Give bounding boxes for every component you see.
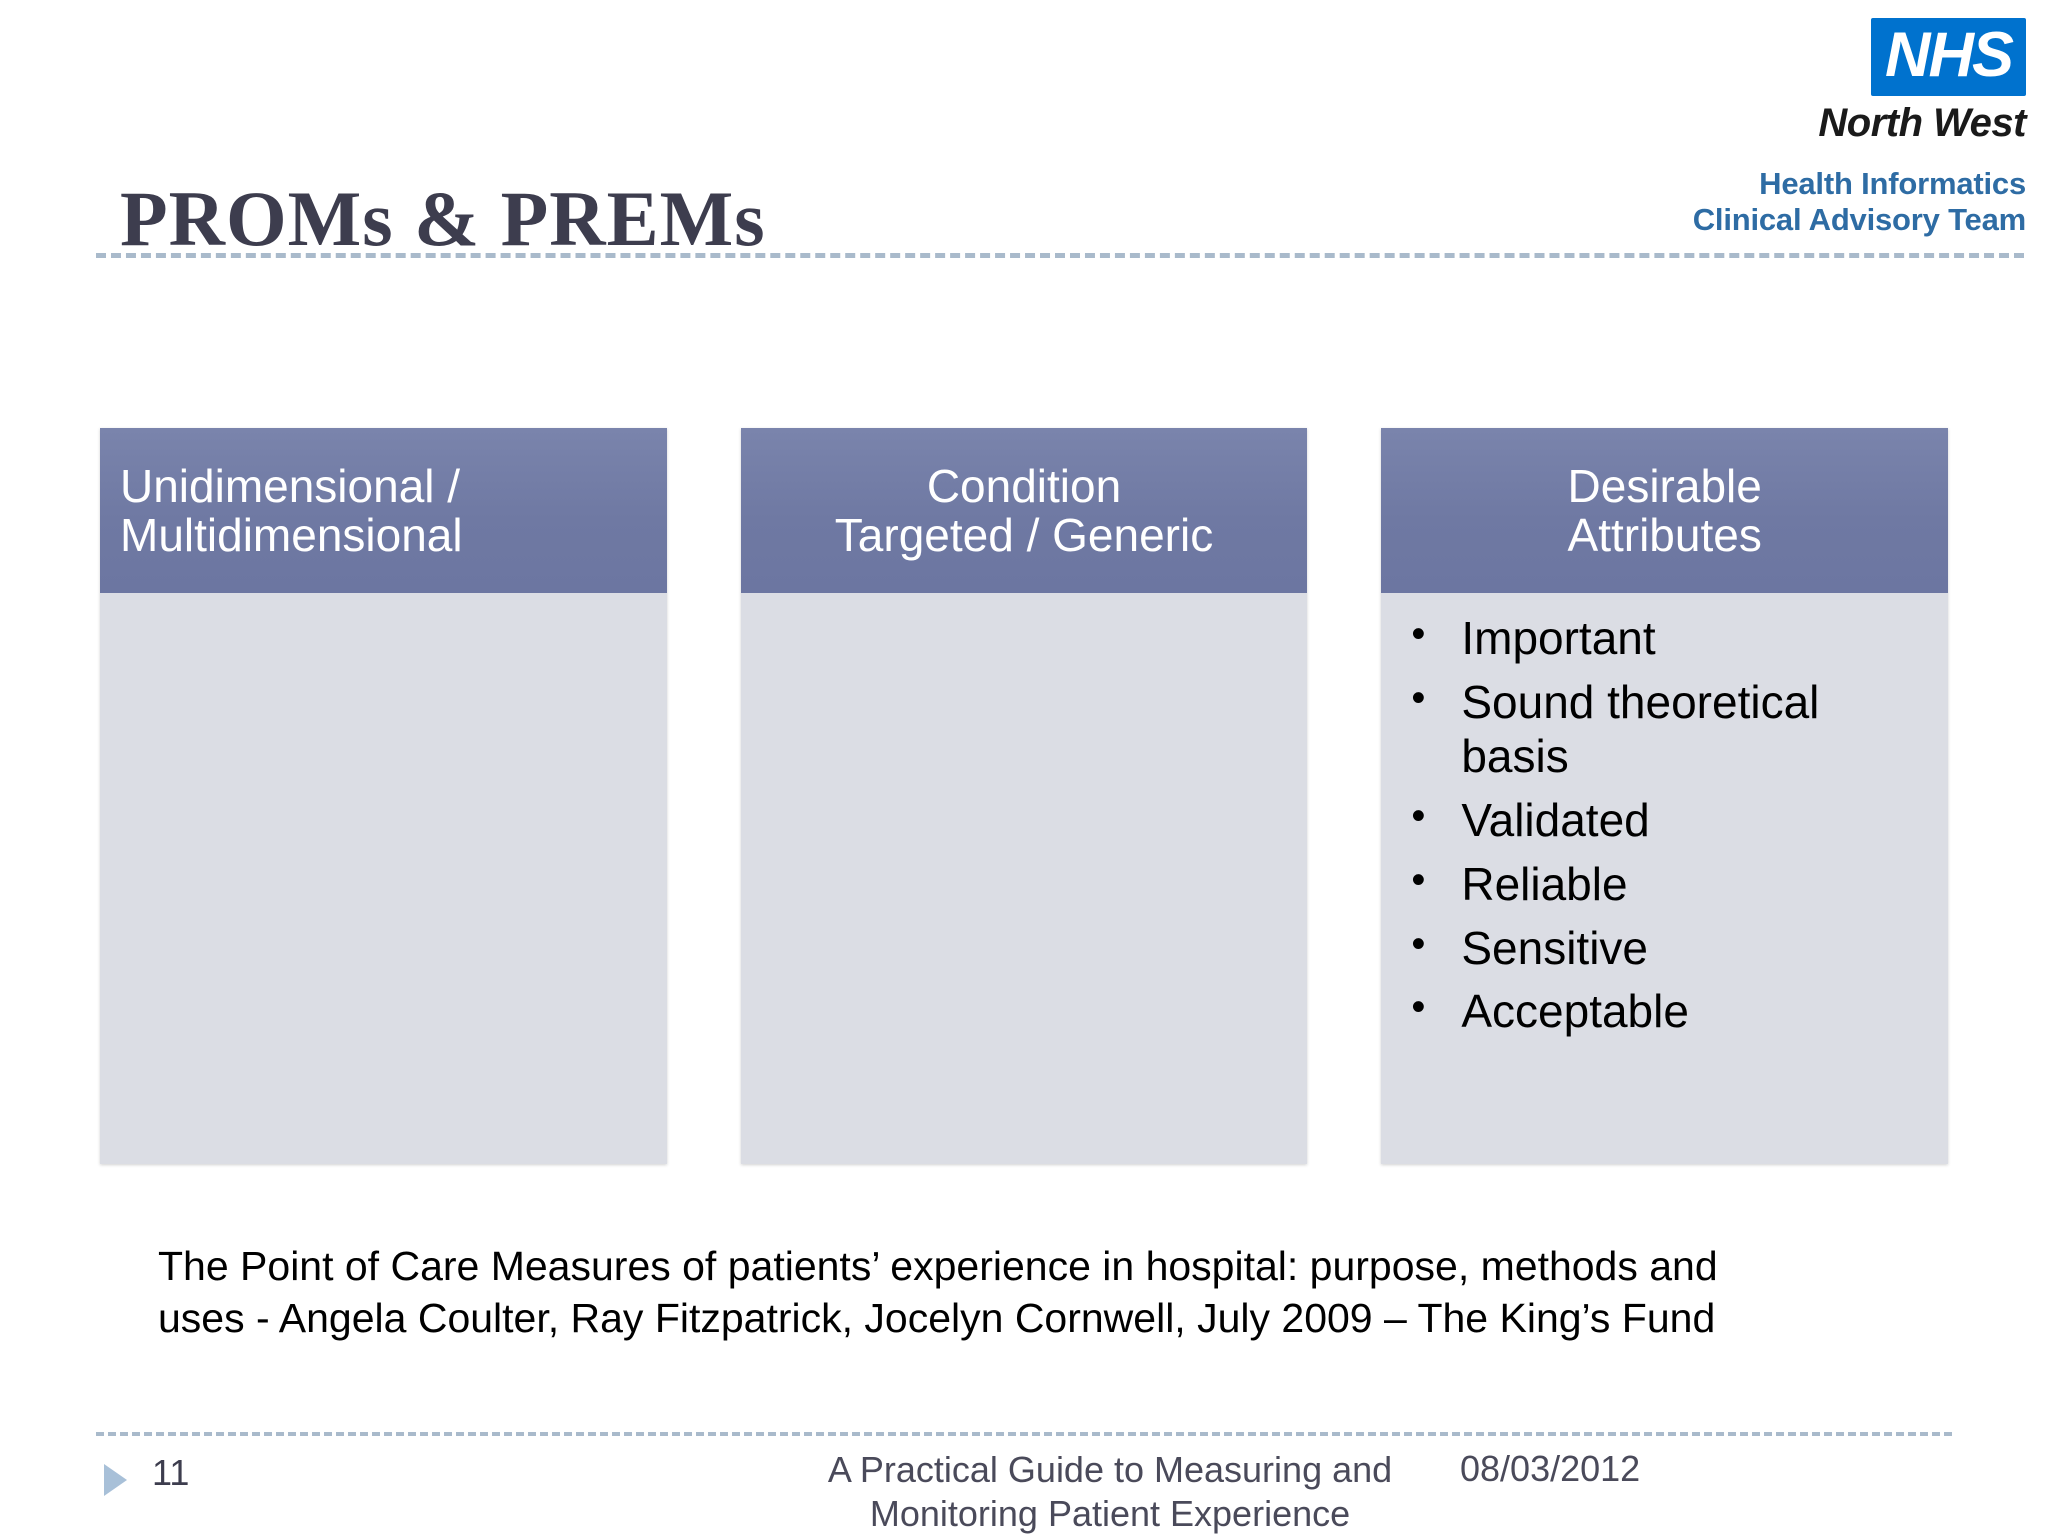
column-header-3-line1: Desirable	[1567, 459, 1762, 512]
brand-subtitle: Health Informatics Clinical Advisory Tea…	[1596, 166, 2026, 237]
page-title: PROMs & PREMs	[120, 175, 766, 263]
column-header-2: Condition Targeted / Generic	[740, 428, 1308, 593]
footer-deck-title-line2: Monitoring Patient Experience	[869, 1492, 1351, 1534]
brand-subtitle-line2: Clinical Advisory Team	[1692, 201, 2026, 237]
citation-line-1: The Point of Care Measures of patients’ …	[158, 1243, 1718, 1289]
footer-deck-title: A Practical Guide to Measuring and Monit…	[790, 1448, 1430, 1536]
column-desirable-attributes: Desirable Attributes ImportantSound theo…	[1381, 428, 1949, 1164]
list-item: Validated	[1395, 791, 1934, 848]
citation-text: The Point of Care Measures of patients’ …	[158, 1240, 1918, 1344]
column-header-3-line2: Attributes	[1567, 508, 1762, 561]
column-body-1	[100, 593, 667, 1164]
citation-line-2: uses - Angela Coulter, Ray Fitzpatrick, …	[158, 1295, 1716, 1342]
column-header-1-line2: Multidimensional	[120, 508, 463, 561]
nhs-region-label: North West	[1818, 101, 2026, 145]
column-body-2	[741, 593, 1308, 1164]
column-body-3: ImportantSound theoretical basisValidate…	[1381, 593, 1948, 1164]
list-item: Sensitive	[1395, 919, 1934, 976]
list-item: Sound theoretical basis	[1395, 673, 1934, 784]
slide-number: 11	[152, 1452, 190, 1493]
nhs-branding: NHS North West Health Informatics Clinic…	[1596, 18, 2027, 237]
column-bullets-3: ImportantSound theoretical basisValidate…	[1395, 609, 1934, 1039]
column-header-2-line1: Condition	[926, 459, 1122, 512]
slide-footer: 11 A Practical Guide to Measuring and Mo…	[0, 1448, 2048, 1536]
footer-deck-title-line1: A Practical Guide to Measuring and	[827, 1449, 1393, 1490]
brand-subtitle-line1: Health Informatics	[1759, 166, 2026, 201]
list-item: Important	[1395, 609, 1934, 666]
column-header-1: Unidimensional / Multidimensional	[100, 428, 667, 593]
triangle-marker-icon	[104, 1464, 127, 1496]
column-header-2-line2: Targeted / Generic	[834, 508, 1214, 561]
column-header-1-line1: Unidimensional /	[120, 459, 461, 512]
nhs-logo: NHS	[1870, 18, 2026, 96]
footer-divider	[96, 1432, 1952, 1436]
columns-container: Unidimensional / Multidimensional Condit…	[100, 428, 1949, 1164]
list-item: Acceptable	[1395, 982, 1934, 1039]
column-condition-targeted-generic: Condition Targeted / Generic	[740, 428, 1308, 1164]
header-divider	[96, 253, 2024, 258]
footer-date: 08/03/2012	[1460, 1448, 1641, 1489]
list-item: Reliable	[1395, 855, 1934, 912]
column-unidimensional-multidimensional: Unidimensional / Multidimensional	[100, 428, 667, 1164]
column-header-3: Desirable Attributes	[1381, 428, 1949, 593]
